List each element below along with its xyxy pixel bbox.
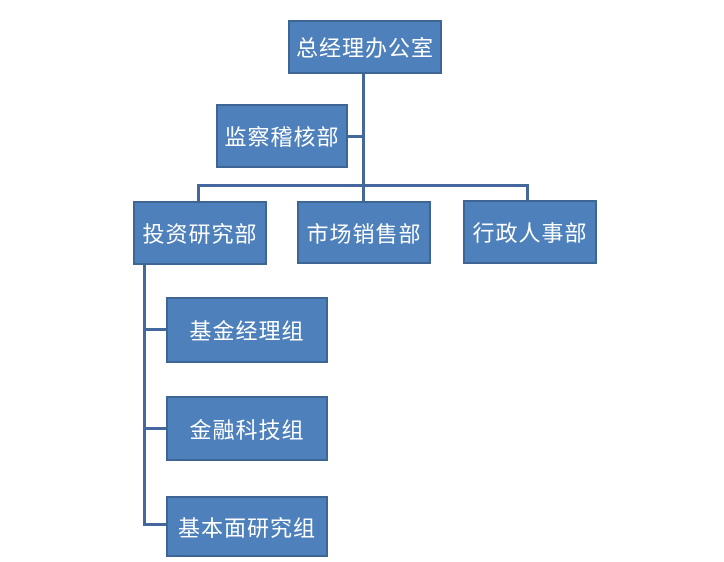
connector-subgroup-vertical (143, 265, 146, 526)
org-node-fundamental-research-group: 基本面研究组 (166, 496, 328, 557)
org-node-investment-research-dept: 投资研究部 (133, 201, 267, 265)
connector-department-right-drop (526, 184, 529, 200)
org-node-label: 金融科技组 (189, 418, 305, 444)
org-node-admin-hr-dept: 行政人事部 (463, 200, 597, 264)
org-node-label: 基本面研究组 (177, 516, 316, 542)
org-node-supervision-audit-dept: 监察稽核部 (216, 104, 348, 168)
org-node-label: 投资研究部 (142, 223, 258, 248)
org-node-label: 行政人事部 (472, 222, 588, 247)
connector-departments-horizontal (197, 184, 529, 187)
org-node-label: 基金经理组 (189, 320, 305, 345)
connector-subgroup-tick-1 (146, 328, 166, 331)
connector-subgroup-tick-3 (146, 523, 166, 526)
connector-root-vertical (362, 74, 365, 201)
connector-department-left-drop (197, 184, 200, 201)
org-node-fund-manager-group: 基金经理组 (166, 297, 328, 363)
org-node-label: 总经理办公室 (295, 37, 434, 62)
org-node-general-manager-office: 总经理办公室 (288, 20, 442, 74)
connector-subgroup-tick-2 (146, 427, 166, 430)
org-node-label: 市场销售部 (306, 222, 422, 248)
org-node-marketing-sales-dept: 市场销售部 (297, 201, 431, 264)
connector-staff-tick (348, 135, 363, 138)
org-node-fintech-group: 金融科技组 (166, 396, 328, 461)
org-node-label: 监察稽核部 (224, 126, 340, 151)
